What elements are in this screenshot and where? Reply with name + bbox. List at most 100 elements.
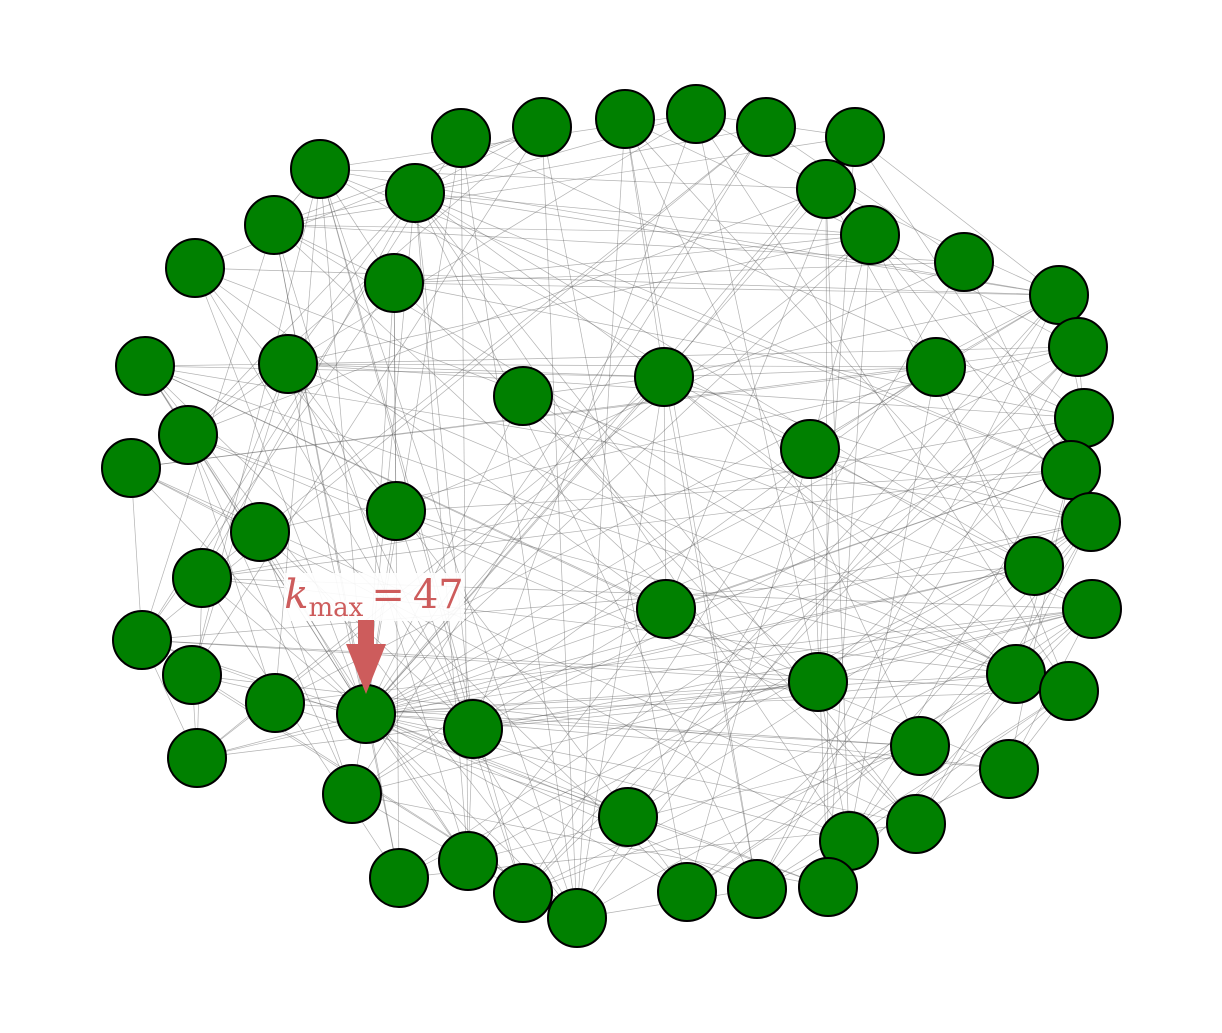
graph-node <box>780 419 840 479</box>
graph-edge <box>187 188 827 436</box>
graph-edge <box>319 168 578 919</box>
graph-node <box>1054 388 1114 448</box>
graph-node <box>595 89 655 149</box>
graph-edge <box>201 577 367 715</box>
graph-edge <box>191 126 543 676</box>
graph-edge <box>141 565 1035 641</box>
graph-edge <box>663 376 1070 692</box>
graph-edge <box>287 363 474 730</box>
graph-node <box>230 502 290 562</box>
graph-edge <box>274 168 321 704</box>
graph-node <box>385 163 445 223</box>
graph-edge <box>460 137 578 919</box>
node-layer <box>101 84 1122 948</box>
graph-edge <box>141 639 819 683</box>
graph-edge <box>414 192 871 236</box>
graph-edge <box>665 521 1092 610</box>
graph-edge <box>935 366 1070 692</box>
graph-edge <box>365 395 524 715</box>
graph-node <box>1041 440 1101 500</box>
graph-node <box>1062 579 1122 639</box>
graph-edge <box>756 294 1060 890</box>
graph-edge <box>273 224 400 879</box>
graph-node <box>369 848 429 908</box>
graph-edge <box>414 192 1035 567</box>
graph-edge <box>196 234 871 759</box>
graph-edge <box>817 608 1093 683</box>
graph-edge <box>393 261 965 284</box>
graph-edge <box>414 192 850 842</box>
graph-node <box>167 728 227 788</box>
graph-edge <box>663 376 758 890</box>
graph-edge <box>365 376 665 715</box>
graph-edge <box>414 192 665 378</box>
graph-edge <box>194 126 543 269</box>
graph-edge <box>365 713 758 890</box>
graph-edge <box>273 224 469 862</box>
kmax-arrow-shaft <box>358 620 374 646</box>
graph-edge <box>287 234 871 365</box>
graph-edge <box>395 469 1072 512</box>
graph-node <box>366 481 426 541</box>
graph-edge <box>393 282 397 512</box>
kmax-symbol: k <box>284 572 308 618</box>
graph-edge <box>365 188 827 715</box>
kmax-annotation: kmax=47 <box>284 572 464 694</box>
graph-node <box>1004 536 1064 596</box>
graph-edge <box>848 417 1085 842</box>
graph-edge <box>365 565 1035 715</box>
graph-edge <box>144 365 688 893</box>
graph-node <box>736 97 796 157</box>
graph-edge <box>319 168 474 730</box>
graph-edge <box>196 681 819 759</box>
graph-edge <box>365 346 1079 715</box>
graph-edge <box>273 224 917 825</box>
graph-edge <box>541 126 688 893</box>
graph-node <box>443 699 503 759</box>
graph-node <box>796 159 856 219</box>
graph-edge <box>187 434 397 512</box>
graph-edge <box>809 448 1092 523</box>
graph-node <box>162 645 222 705</box>
graph-edge <box>274 702 629 818</box>
graph-edge <box>365 234 871 715</box>
graph-edge <box>624 118 758 890</box>
graph-edge <box>854 136 1060 296</box>
graph-node <box>165 238 225 298</box>
graph-edge <box>414 192 758 890</box>
graph-edge <box>1008 469 1072 770</box>
graph-edge <box>472 113 697 730</box>
graph-node <box>245 673 305 733</box>
graph-edge <box>472 673 1017 730</box>
graph-node <box>322 764 382 824</box>
graph-edge <box>472 681 819 730</box>
graph-edge <box>319 168 524 894</box>
graph-edge <box>663 376 1035 567</box>
graph-edge <box>460 137 1085 419</box>
graph-edge <box>663 376 1092 523</box>
graph-edge <box>287 363 665 378</box>
graph-edge <box>144 365 1017 675</box>
graph-edge <box>191 674 1010 770</box>
graph-edge <box>467 521 1092 862</box>
graph-edge <box>756 768 1010 890</box>
graph-edge <box>194 267 367 715</box>
graph-node <box>906 337 966 397</box>
graph-edge <box>756 690 1070 890</box>
graph-edge <box>351 793 524 894</box>
graph-node <box>986 644 1046 704</box>
graph-edge <box>522 395 1017 675</box>
graph-edge <box>686 565 1035 893</box>
graph-edge <box>201 577 400 879</box>
graph-edge <box>287 363 937 368</box>
graph-node <box>636 579 696 639</box>
graph-edge <box>187 192 416 436</box>
graph-node <box>840 205 900 265</box>
graph-edge <box>393 282 1085 419</box>
graph-edge <box>663 366 937 378</box>
graph-edge <box>663 376 667 610</box>
graph-edge <box>365 713 629 818</box>
graph-edge <box>825 188 829 888</box>
graph-edge <box>663 294 1060 378</box>
